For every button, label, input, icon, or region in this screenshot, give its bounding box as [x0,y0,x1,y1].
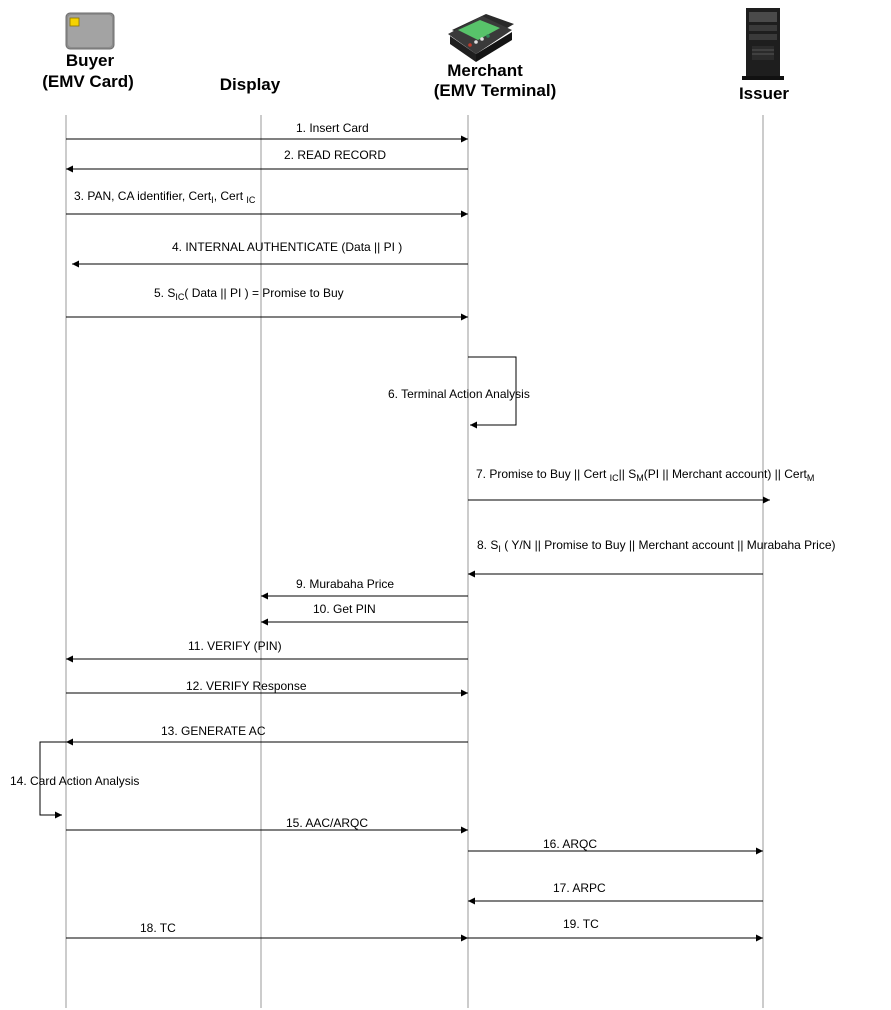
message-label-3: 3. PAN, CA identifier, CertI, Cert IC [74,189,256,205]
message-label-part: 8. S [477,538,498,552]
message-label-part: 2. READ RECORD [284,148,386,162]
message-label-part: 15. AAC/ARQC [286,816,368,830]
message-step-5: 5. SIC( Data || PI ) = Promise to Buy [66,286,468,321]
message-step-11: 11. VERIFY (PIN) [66,639,468,663]
message-label-part: 10. Get PIN [313,602,376,616]
message-label-part: 11. VERIFY (PIN) [188,639,282,653]
message-label-part: 17. ARPC [553,881,606,895]
message-label-part: || S [619,467,637,481]
message-label-part: (PI || Merchant account) || Cert [644,467,808,481]
message-step-6: 6. Terminal Action Analysis [388,356,530,429]
message-label-9: 9. Murabaha Price [296,577,394,591]
message-label-5: 5. SIC( Data || PI ) = Promise to Buy [154,286,344,302]
message-label-19: 19. TC [563,917,599,931]
message-label-part: 9. Murabaha Price [296,577,394,591]
message-step-2: 2. READ RECORD [66,148,468,173]
message-label-part: 3. PAN, CA identifier, Cert [74,189,212,203]
message-label-6: 6. Terminal Action Analysis [388,387,530,401]
payment-terminal-icon [448,14,514,62]
message-step-3: 3. PAN, CA identifier, CertI, Cert IC [66,189,468,218]
message-label-part: I [498,544,501,554]
message-step-4: 4. INTERNAL AUTHENTICATE (Data || PI ) [72,240,468,268]
message-label-part: , Cert [214,189,247,203]
message-label-part: I [211,195,214,205]
message-list: 1. Insert Card 2. READ RECORD 3. PAN, CA i… [10,121,836,942]
message-step-8: 8. SI ( Y/N || Promise to Buy || Merchan… [468,538,836,578]
actor-issuer-name: Issuer [739,84,789,103]
message-label-14: 14. Card Action Analysis [10,774,139,788]
message-step-12: 12. VERIFY Response [66,679,468,697]
message-label-13: 13. GENERATE AC [161,724,266,738]
message-label-part: 14. Card Action Analysis [10,774,139,788]
self-loop-arrow-14 [39,741,66,819]
self-loop-arrow-6 [468,356,517,429]
message-step-15: 15. AAC/ARQC [66,816,468,834]
message-label-4: 4. INTERNAL AUTHENTICATE (Data || PI ) [172,240,402,254]
message-step-18: 18. TC [66,921,468,942]
actor-merchant-name: Merchant [447,61,523,80]
message-label-part: IC [175,292,185,302]
message-label-7: 7. Promise to Buy || Cert IC|| SM(PI || … [476,467,814,483]
server-tower-icon [742,8,784,80]
message-step-13: 13. GENERATE AC [66,724,468,746]
message-label-17: 17. ARPC [553,881,606,895]
message-label-part: 19. TC [563,917,599,931]
message-label-part: 18. TC [140,921,176,935]
message-step-19: 19. TC [468,917,763,942]
message-label-15: 15. AAC/ARQC [286,816,368,830]
message-label-2: 2. READ RECORD [284,148,386,162]
message-label-part: 16. ARQC [543,837,597,851]
message-label-part: 12. VERIFY Response [186,679,307,693]
message-step-14: 14. Card Action Analysis [10,741,139,819]
smart-card-icon [65,12,115,50]
message-label-part: M [636,473,644,483]
message-label-part: 1. Insert Card [296,121,369,135]
message-label-part: 5. S [154,286,175,300]
message-label-part: IC [610,473,620,483]
message-label-18: 18. TC [140,921,176,935]
message-step-7: 7. Promise to Buy || Cert IC|| SM(PI || … [468,467,814,504]
message-label-16: 16. ARQC [543,837,597,851]
message-label-part: 4. INTERNAL AUTHENTICATE (Data || PI ) [172,240,402,254]
message-step-10: 10. Get PIN [261,602,468,626]
message-label-part: ( Data || PI ) = Promise to Buy [184,286,343,300]
actor-buyer-name: Buyer [66,51,115,70]
actor-merchant-subtitle: (EMV Terminal) [434,81,556,100]
message-label-part: 13. GENERATE AC [161,724,266,738]
actor-display-name: Display [220,75,281,94]
message-step-9: 9. Murabaha Price [261,577,468,600]
message-label-part: 7. Promise to Buy || Cert [476,467,610,481]
message-label-10: 10. Get PIN [313,602,376,616]
message-step-17: 17. ARPC [468,881,763,905]
actor-buyer-subtitle: (EMV Card) [42,72,134,91]
message-label-12: 12. VERIFY Response [186,679,307,693]
message-step-16: 16. ARQC [468,837,763,855]
message-label-8: 8. SI ( Y/N || Promise to Buy || Merchan… [477,538,836,554]
message-label-part: IC [246,195,256,205]
message-step-1: 1. Insert Card [66,121,468,143]
message-label-part: M [807,473,815,483]
message-label-part: ( Y/N || Promise to Buy || Merchant acco… [501,538,836,552]
message-label-11: 11. VERIFY (PIN) [188,639,282,653]
message-label-part: 6. Terminal Action Analysis [388,387,530,401]
message-label-1: 1. Insert Card [296,121,369,135]
